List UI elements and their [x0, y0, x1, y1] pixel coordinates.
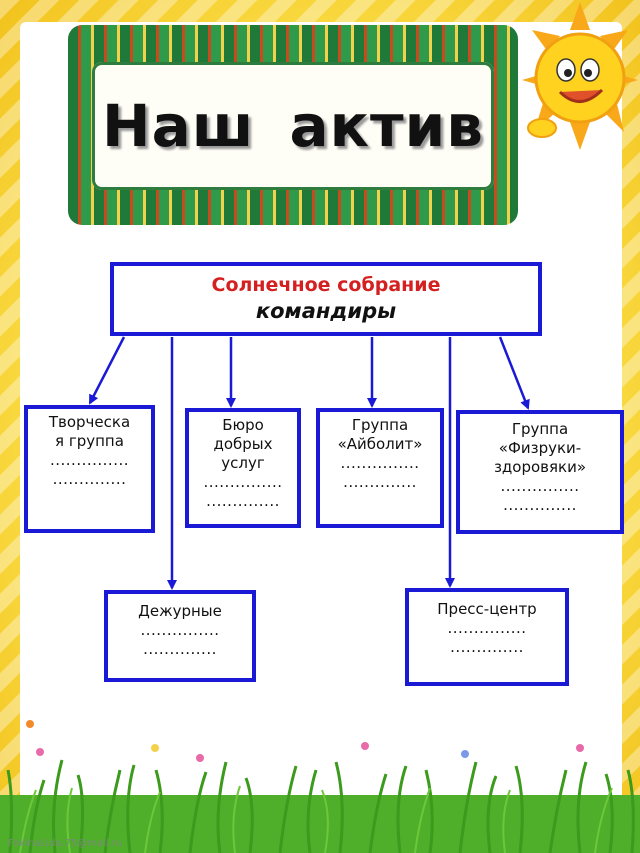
dotted-line: .............. — [450, 638, 524, 656]
box-label: Пресс-центр — [437, 600, 537, 618]
creative-group-box: Творческа я группа ............... .....… — [24, 405, 155, 533]
council-box: Солнечное собрание командиры — [110, 262, 542, 336]
dotted-line: .............. — [503, 496, 577, 514]
arrow-to-sport — [498, 336, 530, 410]
dotted-line: ............... — [447, 619, 527, 637]
grass-meadow — [0, 720, 640, 853]
dotted-line: .............. — [52, 470, 127, 488]
box-label: Бюро — [222, 416, 264, 434]
dotted-line: .............. — [343, 473, 417, 491]
box-label: добрых — [213, 435, 273, 453]
box-label: Дежурные — [138, 602, 222, 620]
sport-group-box: Группа «Физруки- здоровяки» ............… — [456, 410, 624, 534]
aibolit-group-box: Группа «Айболит» ............... .......… — [316, 408, 444, 528]
dotted-line: ............... — [140, 621, 220, 639]
box-label: услуг — [221, 454, 265, 472]
box-label: «Физруки- — [498, 439, 582, 457]
title-plate — [92, 62, 494, 190]
dotted-line: .............. — [206, 492, 280, 510]
box-label: Группа — [511, 420, 569, 438]
press-center-box: Пресс-центр ............... ............… — [405, 588, 569, 686]
box-label: Творческа — [48, 413, 131, 431]
dotted-line: ............... — [203, 473, 283, 491]
council-subtitle: командиры — [255, 299, 397, 323]
dotted-line: .............. — [143, 640, 217, 658]
author-watermark: FokinaLida.75@mail.ru — [8, 838, 123, 849]
box-label: я группа — [55, 432, 124, 450]
box-label: Группа — [351, 416, 409, 434]
good-deeds-bureau-box: Бюро добрых услуг ............... ......… — [185, 408, 301, 528]
page-title: Наш актив — [102, 92, 484, 160]
dotted-line: ............... — [340, 454, 420, 472]
dotted-line: ............... — [500, 477, 580, 495]
box-label: здоровяки» — [493, 458, 587, 476]
box-label: «Айболит» — [337, 435, 423, 453]
dotted-line: ............... — [49, 451, 130, 469]
duty-box: Дежурные ............... .............. — [104, 590, 256, 682]
arrow-to-creative — [88, 336, 126, 405]
sun-mascot-icon — [522, 2, 638, 150]
council-title: Солнечное собрание — [211, 274, 441, 296]
